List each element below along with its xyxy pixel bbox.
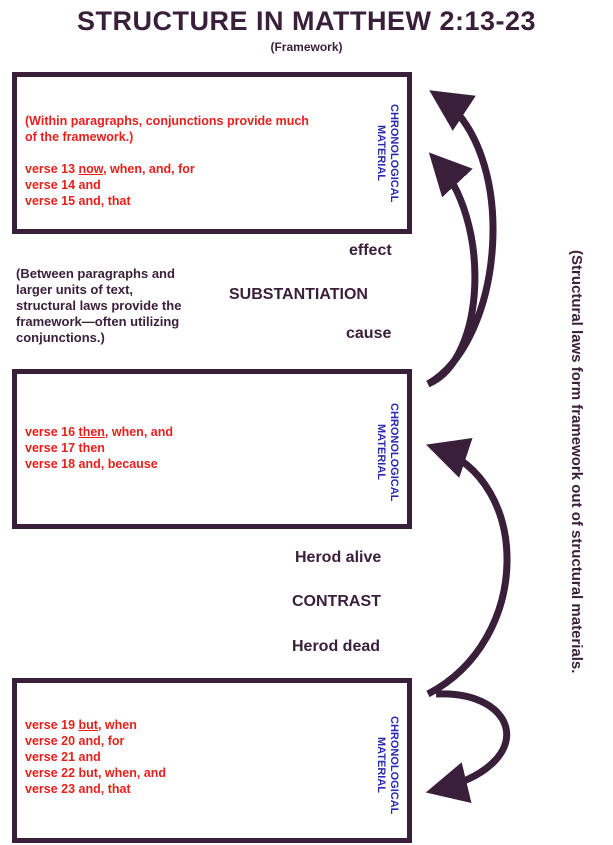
box3-text: verse 19 but, when verse 20 and, for ver…: [25, 717, 166, 797]
arrow-substantiation-to-box1-lower: [426, 152, 479, 388]
box1-intro-line-1: (Within paragraphs, conjunctions provide…: [25, 114, 309, 128]
underlined-conjunction: but: [78, 718, 98, 732]
box3-verse-21: verse 21 and: [25, 750, 101, 764]
label-herod-dead: Herod dead: [292, 638, 381, 655]
diagram-title: STRUCTURE IN MATTHEW 2:13-23: [76, 6, 537, 36]
label-contrast: CONTRAST: [292, 593, 381, 610]
box1-text: (Within paragraphs, conjunctions provide…: [25, 113, 309, 209]
box2-text: verse 16 then, when, and verse 17 then v…: [25, 424, 173, 472]
box3-verse-22: verse 22 but, when, and: [25, 766, 167, 780]
label-cause: cause: [346, 325, 392, 342]
box3-verse-20: verse 20 and, for: [25, 734, 125, 748]
underlined-conjunction: then: [78, 425, 105, 439]
arrow-contrast-to-box2: [426, 438, 511, 698]
box2-verse-16: verse 16 then, when, and: [25, 425, 173, 439]
box2-verse-18: verse 18 and, because: [25, 457, 158, 471]
box1-verse-14: verse 14 and: [25, 178, 101, 192]
label-substantiation: SUBSTANTIATION: [229, 286, 368, 303]
box1-verse-13: verse 13 now, when, and, for: [25, 162, 195, 176]
between-paragraphs-note: (Between paragraphs and larger units of …: [16, 266, 182, 345]
side-note-structural-laws: (Structural laws form framework out of s…: [568, 250, 585, 674]
paragraph-box-2: verse 16 then, when, and verse 17 then v…: [12, 369, 412, 529]
box1-verse-15: verse 15 and, that: [25, 194, 131, 208]
diagram-subtitle: (Framework): [270, 40, 343, 54]
box2-verse-17: verse 17 then: [25, 441, 105, 455]
arrow-to-box3-bottom: [425, 690, 511, 804]
paragraph-box-1: (Within paragraphs, conjunctions provide…: [12, 72, 412, 234]
underlined-conjunction: now: [78, 162, 104, 176]
paragraph-box-3: verse 19 but, when verse 20 and, for ver…: [12, 678, 412, 843]
label-effect: effect: [349, 242, 392, 259]
box3-verse-23: verse 23 and, that: [25, 782, 131, 796]
box3-verse-19: verse 19 but, when: [25, 718, 137, 732]
box1-intro-line-2: of the framework.): [25, 130, 134, 144]
label-herod-alive: Herod alive: [295, 549, 382, 566]
arrow-to-box1-top: [426, 90, 497, 388]
